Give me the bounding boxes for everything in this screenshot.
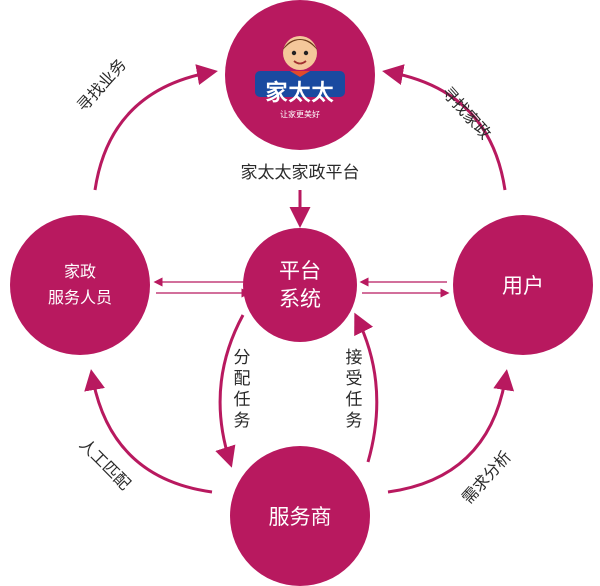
arrow-left-to-logo: [93, 64, 218, 191]
arrow-accept-task: [354, 312, 379, 463]
center-node-label-line2: 系统: [279, 287, 321, 311]
right-node-label: 用户: [502, 274, 544, 298]
platform-caption: 家太太家政平台: [240, 163, 360, 183]
bottom-node: 服务商: [230, 446, 370, 586]
right-node: 用户: [453, 215, 593, 355]
edge-label-assign: 分配任务: [233, 348, 251, 431]
arrow-bottom-to-left: [84, 369, 213, 494]
left-node-label-line1: 家政: [63, 262, 96, 281]
arrow-bottom-to-right: [387, 369, 515, 494]
bottom-node-label: 服务商: [268, 505, 332, 529]
logo-slogan-text: 让家更美好: [280, 109, 320, 119]
logo-node: 家太太 让家更美好: [225, 0, 375, 150]
left-node-label-line2: 服务人员: [47, 288, 112, 307]
arrow-assign-task: [215, 314, 245, 468]
logo-brand-text: 家太太: [265, 80, 335, 106]
left-node: 家政 服务人员: [10, 215, 150, 355]
edge-label-accept: 接受任务: [345, 348, 363, 431]
arrow-right-to-logo: [382, 64, 507, 191]
center-node-label-line1: 平台: [279, 259, 321, 283]
mascot-logo-icon: [255, 35, 345, 97]
center-node: 平台 系统: [243, 228, 357, 342]
